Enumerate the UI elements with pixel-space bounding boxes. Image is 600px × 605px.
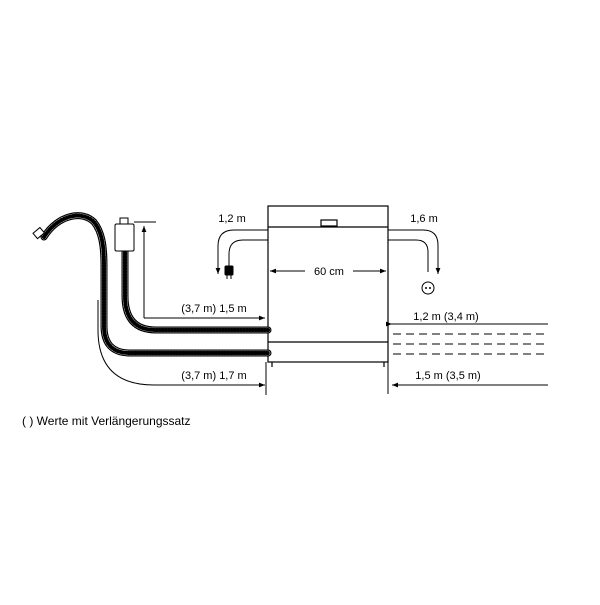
width-label: 60 cm xyxy=(314,266,344,278)
inlet-hose xyxy=(121,246,272,334)
tap-height-marker xyxy=(134,221,265,321)
control-panel-display xyxy=(320,219,338,227)
power-cable-left xyxy=(215,229,268,274)
drain-hose-label: (3,7 m) 1,7 m xyxy=(181,370,246,382)
drain-hook-icon xyxy=(32,226,46,240)
water-upper-label: 1,2 m (3,4 m) xyxy=(413,311,478,323)
cable-left-label: 1,2 m xyxy=(218,213,246,225)
drain-length-marker xyxy=(97,300,267,395)
drain-hose xyxy=(40,212,272,357)
water-connection-lines xyxy=(387,323,548,394)
cable-right-label: 1,6 m xyxy=(410,213,438,225)
dishwasher-outline xyxy=(267,205,389,367)
inlet-hose-label: (3,7 m) 1,5 m xyxy=(181,303,246,315)
extension-kit-footnote: ( ) Werte mit Verlängerungssatz xyxy=(22,414,191,428)
power-cable-right xyxy=(388,229,441,274)
water-lower-label: 1,5 m (3,5 m) xyxy=(415,370,480,382)
plug-icon xyxy=(224,265,234,279)
water-tap-icon xyxy=(114,217,135,252)
socket-icon xyxy=(421,281,435,295)
